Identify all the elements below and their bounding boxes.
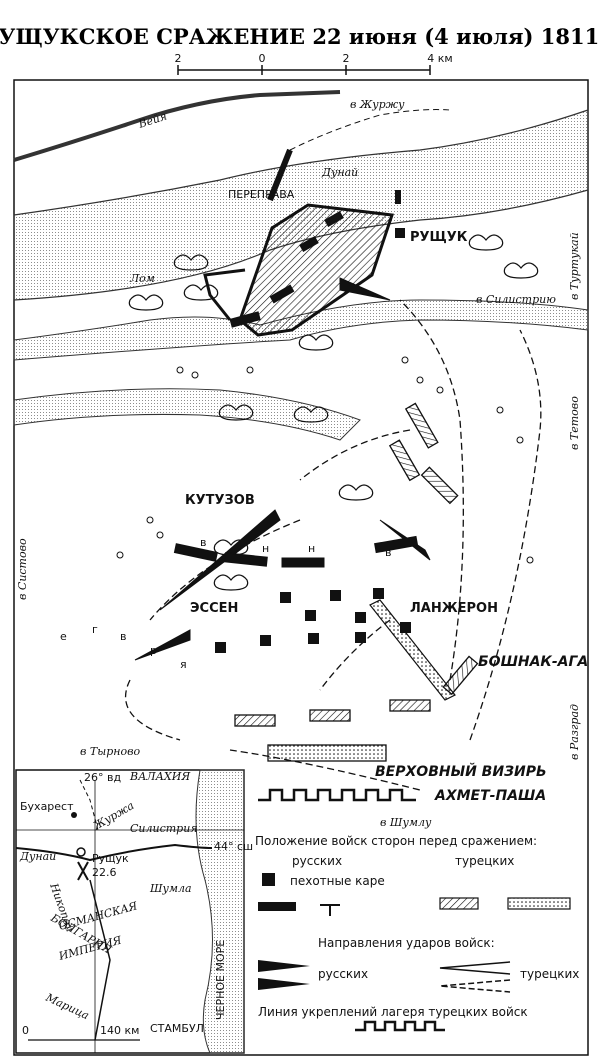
legend-cossack-icon — [320, 904, 340, 916]
inset-date: 22.6 — [92, 866, 117, 879]
scale-tick-2: 0 — [259, 52, 266, 65]
label-vizir-2: АХМЕТ-ПАША — [434, 788, 546, 804]
legend-turkish: турецких — [455, 854, 514, 868]
label-razgrad: в Разград — [568, 704, 581, 760]
legend-turk-hatch-icon — [439, 897, 479, 910]
legend-russian-arrow-2 — [258, 978, 310, 990]
label-sistovo: в Систово — [16, 538, 29, 600]
turkish-movements — [125, 299, 542, 791]
unit-letter: я — [180, 658, 187, 671]
inset-scale-0: 0 — [22, 1024, 29, 1037]
map-title: РУЩУКСКОЕ СРАЖЕНИЕ 22 июня (4 июля) 1811… — [0, 24, 603, 49]
russian-cavalry — [173, 535, 419, 568]
russian-infantry-squares — [215, 588, 411, 653]
legend-turkish-arrow-1 — [439, 961, 511, 975]
inset-chernoe-more: ЧЕРНОЕ МОРЕ — [214, 940, 227, 1020]
label-shumlu: в Шумлу — [380, 816, 432, 829]
legend-infantry-squares: пехотные каре — [290, 874, 385, 888]
inset-meridian: 26° вд — [84, 771, 121, 784]
unit-letter: в — [385, 546, 391, 559]
legend-strikes-turkish: турецких — [520, 967, 579, 981]
inset-parallel: 44° сш — [214, 840, 253, 853]
fortress-garrison — [229, 190, 405, 328]
turkish-positions — [234, 402, 479, 727]
legend: Положение войск сторон перед сражением: … — [255, 834, 579, 1032]
danube-river — [13, 109, 589, 301]
turkish-camp-fortifications — [258, 788, 416, 802]
unit-letter: е — [60, 630, 67, 643]
unit-letter: н — [262, 542, 269, 555]
lom-river — [13, 299, 589, 361]
label-dunay: Дунай — [321, 166, 358, 179]
label-veya: Вейя — [136, 110, 169, 132]
inset-shumla: Шумла — [149, 882, 192, 895]
label-zhurzhu: в Журжу — [350, 98, 405, 111]
legend-turkish-arrow-2 — [439, 979, 511, 993]
veya-river — [13, 90, 341, 162]
road-zhurzhu — [289, 109, 451, 151]
inset-map: 26° вд 44° сш ВАЛАХИЯ Бухарест Журжа Сил… — [15, 769, 253, 1054]
inset-dunay: Дунай — [19, 850, 56, 863]
label-tetovo: в Тетово — [568, 396, 581, 450]
label-tyrnovo: в Тырново — [80, 745, 141, 758]
legend-square-icon — [262, 873, 275, 886]
legend-cavalry-icon — [258, 902, 296, 911]
label-vizir-1: ВЕРХОВНЫЙ ВИЗИРЬ — [375, 763, 547, 780]
label-turtukay: в Туртукай — [568, 232, 581, 300]
scale-bar: 2 0 2 4 км — [175, 52, 453, 75]
legend-russian: русских — [292, 854, 342, 868]
inset-silistriya: Силистрия — [130, 822, 198, 835]
map-frame — [13, 79, 589, 1056]
scale-tick-3: 2 — [343, 52, 350, 65]
unit-letter: в — [200, 536, 206, 549]
label-boshnak-aga: БОШНАК-АГА — [478, 654, 588, 670]
scrub-areas — [128, 234, 539, 591]
label-essen: ЭССЕН — [190, 601, 238, 616]
legend-fortifications: Линия укреплений лагеря турецких войск — [258, 1005, 528, 1019]
unit-letter: в — [120, 630, 126, 643]
legend-strikes-header: Направления ударов войск: — [318, 936, 495, 950]
turkish-cavalry-column — [369, 599, 456, 701]
inset-valakhiya: ВАЛАХИЯ — [129, 770, 191, 783]
inset-rushchuk: Рущук — [92, 852, 129, 865]
label-rushchuk: РУЩУК — [410, 230, 468, 245]
unit-letter: н — [308, 542, 315, 555]
legend-russian-arrow-1 — [258, 960, 310, 972]
label-kutuzov: КУТУЗОВ — [185, 493, 255, 508]
legend-turk-dots-icon — [507, 897, 571, 910]
unit-letter: р — [150, 644, 157, 657]
legend-strikes-russian: русских — [318, 967, 368, 981]
inset-stambul: СТАМБУЛ — [150, 1022, 204, 1035]
label-lanzheron: ЛАНЖЕРОН — [410, 601, 498, 616]
terrain-dots — [116, 356, 534, 564]
inset-scale-140: 140 км — [100, 1024, 139, 1037]
label-lom: Лом — [129, 272, 155, 285]
inset-bukharest: Бухарест — [20, 800, 74, 813]
scale-tick-1: 2 — [175, 52, 182, 65]
vizir-main-force — [267, 744, 387, 762]
rushchuk-fortress — [238, 203, 395, 337]
tributary — [13, 388, 361, 441]
label-pereprava: ПЕРЕПРАВА — [228, 188, 295, 201]
fortress-outwork — [203, 268, 246, 321]
legend-positions-header: Положение войск сторон перед сражением: — [255, 834, 537, 848]
scale-tick-4: 4 км — [427, 52, 452, 65]
label-silistriyu: в Силистрию — [476, 293, 556, 306]
pontoon-bridge — [267, 148, 293, 202]
legend-fortification-icon — [355, 1020, 445, 1032]
unit-letter: г — [92, 623, 98, 636]
